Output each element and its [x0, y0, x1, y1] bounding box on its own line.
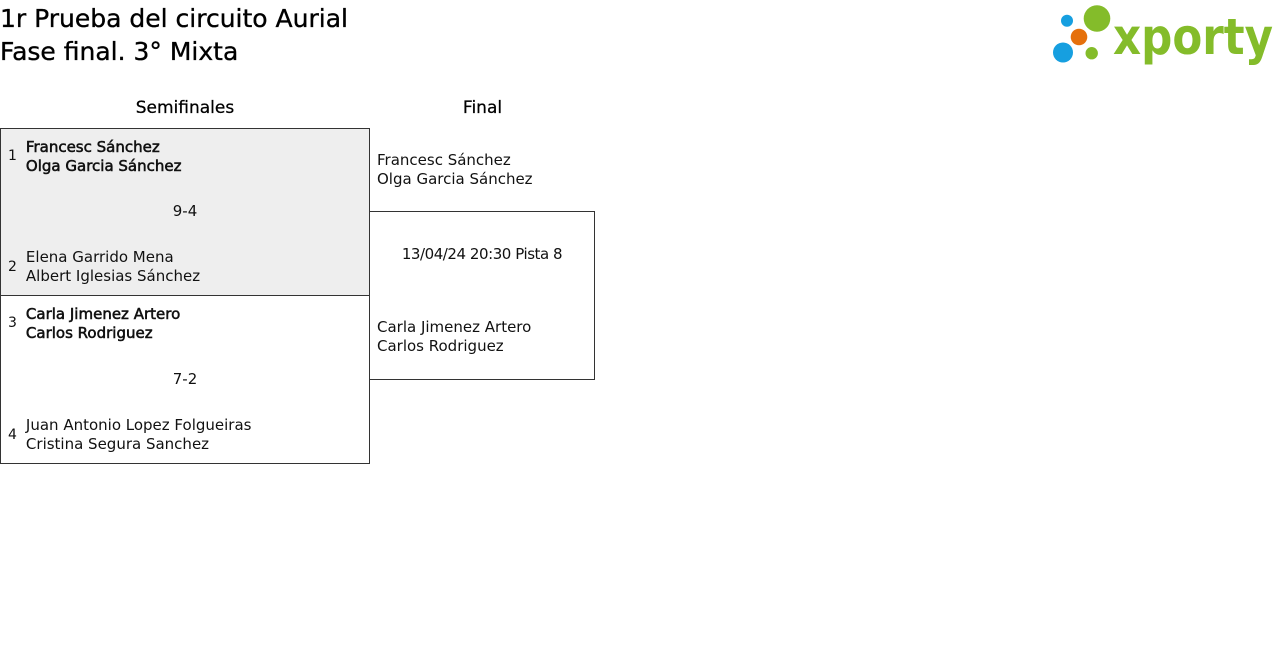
round-title: Semifinales: [135, 98, 235, 118]
match-final: Francesc Sánchez Olga Garcia Sánchez 13/…: [369, 128, 595, 464]
round-title: Final: [462, 98, 503, 118]
player-name: Francesc Sánchez: [25, 137, 160, 156]
match-semifinal-1: 1 Francesc Sánchez Olga Garcia Sánchez 9…: [0, 128, 370, 296]
team-players: Carla Jimenez Artero Carlos Rodriguez: [25, 304, 181, 343]
player-name: Carla Jimenez Artero: [25, 304, 181, 324]
bracket: Semifinales 1 Francesc Sánchez Olga Garc…: [0, 98, 595, 464]
score-value: 9-4: [172, 202, 198, 221]
player-name: Elena Garrido Mena: [25, 248, 174, 267]
team-players: Juan Antonio Lopez Folgueiras Cristina S…: [26, 416, 252, 454]
seed-number: 1: [8, 148, 17, 165]
match-semifinal-2: 3 Carla Jimenez Artero Carlos Rodriguez …: [0, 295, 370, 464]
logo-dot-green-large: [1083, 5, 1111, 32]
logo-mark-icon: [1053, 5, 1111, 63]
player-name: Juan Antonio Lopez Folgueiras: [25, 416, 252, 435]
phase-title: Fase final. 3° Mixta: [0, 37, 239, 66]
match-schedule: 13/04/24 20:30 Pista 8: [401, 244, 563, 263]
match-final-box: [369, 211, 595, 380]
team-slot: 3 Carla Jimenez Artero Carlos Rodriguez: [1, 296, 369, 352]
xporty-logo: xporty: [1053, 5, 1273, 66]
team-slot: Francesc Sánchez Olga Garcia Sánchez: [377, 128, 533, 211]
player-name: Olga Garcia Sánchez: [377, 169, 533, 188]
team-players: Elena Garrido Mena Albert Iglesias Sánch…: [26, 248, 200, 286]
logo-dot-orange: [1070, 28, 1088, 46]
player-name: Albert Iglesias Sánchez: [25, 267, 201, 286]
seed-number: 3: [8, 315, 17, 332]
team-slot: 1 Francesc Sánchez Olga Garcia Sánchez: [1, 129, 369, 184]
team-slot: 4 Juan Antonio Lopez Folgueiras Cristina…: [1, 407, 369, 463]
logo-wordmark: xporty: [1113, 8, 1273, 66]
match-score: 7-2: [1, 352, 369, 408]
player-name: Carlos Rodriguez: [25, 323, 153, 343]
page-header: 1r Prueba del circuito Aurial Fase final…: [0, 2, 348, 68]
round-semifinales: Semifinales 1 Francesc Sánchez Olga Garc…: [0, 98, 370, 464]
team-slot: 2 Elena Garrido Mena Albert Iglesias Sán…: [1, 240, 369, 295]
player-name: Carlos Rodriguez: [377, 337, 504, 355]
team-players: Francesc Sánchez Olga Garcia Sánchez: [377, 151, 533, 189]
round-final: Final Francesc Sánchez Olga Garcia Sánch…: [369, 98, 595, 464]
match-score: 9-4: [1, 184, 369, 239]
player-name: Carla Jimenez Artero: [377, 318, 532, 336]
player-name: Francesc Sánchez: [377, 150, 511, 169]
team-players: Francesc Sánchez Olga Garcia Sánchez: [25, 137, 182, 176]
score-value: 7-2: [172, 370, 198, 388]
tournament-title: 1r Prueba del circuito Aurial: [0, 4, 348, 33]
player-name: Cristina Segura Sanchez: [25, 435, 210, 454]
seed-number: 4: [8, 426, 17, 443]
seed-number: 2: [8, 258, 17, 275]
team-players: Carla Jimenez Artero Carlos Rodriguez: [377, 318, 531, 356]
logo-dot-green-small: [1085, 47, 1098, 60]
player-name: Olga Garcia Sánchez: [25, 156, 182, 175]
logo-dot-blue-small: [1061, 14, 1073, 27]
team-slot: Carla Jimenez Artero Carlos Rodriguez: [377, 295, 531, 379]
logo-dot-blue-large: [1053, 42, 1073, 63]
